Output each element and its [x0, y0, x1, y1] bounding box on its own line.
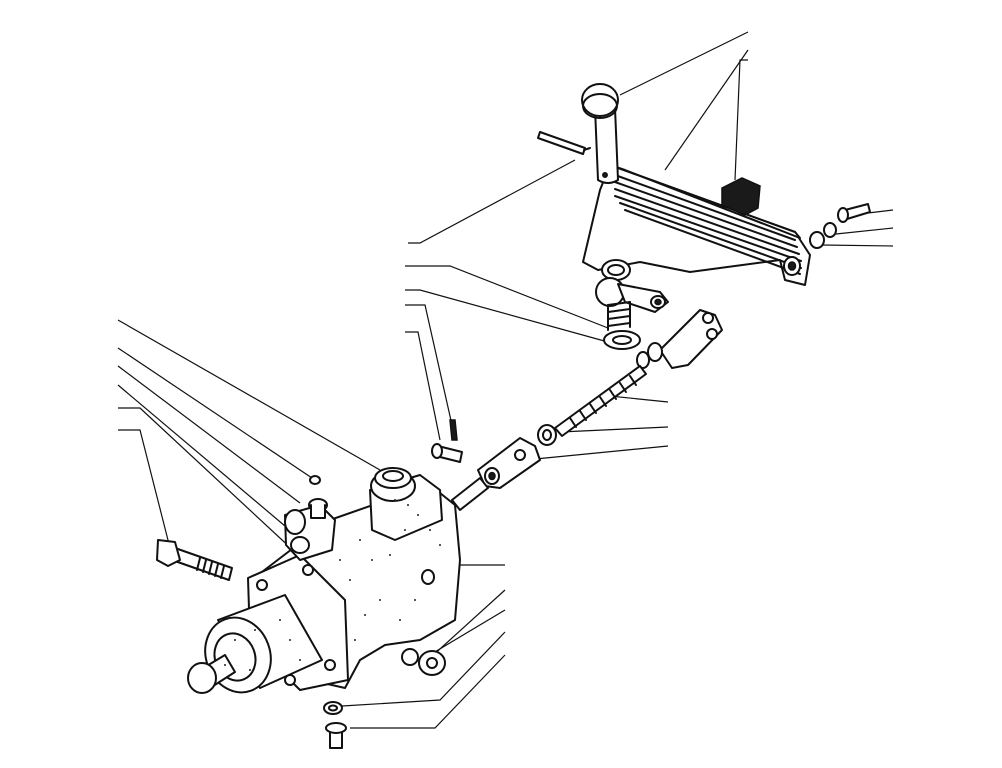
push-rod-thread — [569, 375, 637, 428]
flange-hole-a — [256, 579, 268, 591]
pedal-assembly — [537, 83, 811, 369]
leader-bolt-left — [118, 429, 171, 549]
loose-hardware — [156, 203, 871, 749]
long-bolt-left-head — [156, 539, 181, 567]
clevis-fork-upper — [659, 309, 723, 369]
leader-washer-spring — [405, 289, 609, 343]
leader-locknut — [559, 426, 669, 433]
ring-bottom — [323, 701, 343, 715]
pedal-pad — [721, 177, 761, 216]
side-port — [421, 569, 435, 585]
leader-union — [117, 319, 381, 471]
pivot-bore — [601, 259, 631, 281]
spring-washer — [603, 330, 641, 350]
rod-boot — [451, 477, 489, 511]
pedal-ribs — [614, 174, 802, 275]
leader-cap — [117, 347, 313, 479]
pivot-boss — [595, 277, 625, 307]
return-spring — [607, 301, 631, 331]
master-cylinder — [187, 467, 461, 694]
leader-ring-bottom — [341, 631, 506, 707]
casting-texture — [224, 499, 441, 671]
dust-cap — [309, 475, 321, 485]
long-bolt-left — [171, 547, 233, 581]
leader-split-pin-top — [408, 159, 576, 244]
leader-pedal-pin — [619, 31, 749, 96]
leader-banjo — [117, 384, 286, 527]
washer-bottom — [401, 648, 419, 666]
piston-cap — [187, 662, 217, 694]
pedal-pin-shank — [594, 107, 619, 184]
side-union — [284, 509, 306, 535]
leader-screw-bottom — [350, 654, 506, 729]
leader-nut-right — [821, 244, 894, 247]
leader-pedal-pad — [734, 59, 748, 181]
washer-right — [823, 222, 837, 238]
leader-bolt-right — [867, 209, 894, 214]
nut-right — [809, 231, 825, 249]
leader-pedal-arm — [664, 49, 749, 171]
nut-bottom — [418, 650, 446, 676]
leader-spring — [405, 265, 609, 329]
fork-nut-a — [647, 342, 663, 362]
flange-hole-b — [302, 564, 314, 576]
push-rod-locknut — [537, 424, 557, 446]
pedal-pin-head — [581, 83, 619, 117]
leader-banjo-bolt — [118, 407, 296, 553]
long-bolt-thread — [196, 557, 225, 579]
push-rod-assembly — [431, 365, 647, 511]
leader-yoke — [524, 445, 669, 461]
split-pin-top — [537, 131, 586, 155]
flange-hole-c — [324, 659, 336, 671]
leader-washer-right — [835, 227, 894, 235]
push-rod — [554, 365, 647, 437]
split-pin-mid — [449, 419, 458, 441]
fork-nut-b — [636, 351, 650, 369]
leader-split-pin-mid — [405, 304, 453, 426]
leader-bleed — [117, 365, 301, 504]
leader-clevis-pin — [405, 331, 441, 441]
